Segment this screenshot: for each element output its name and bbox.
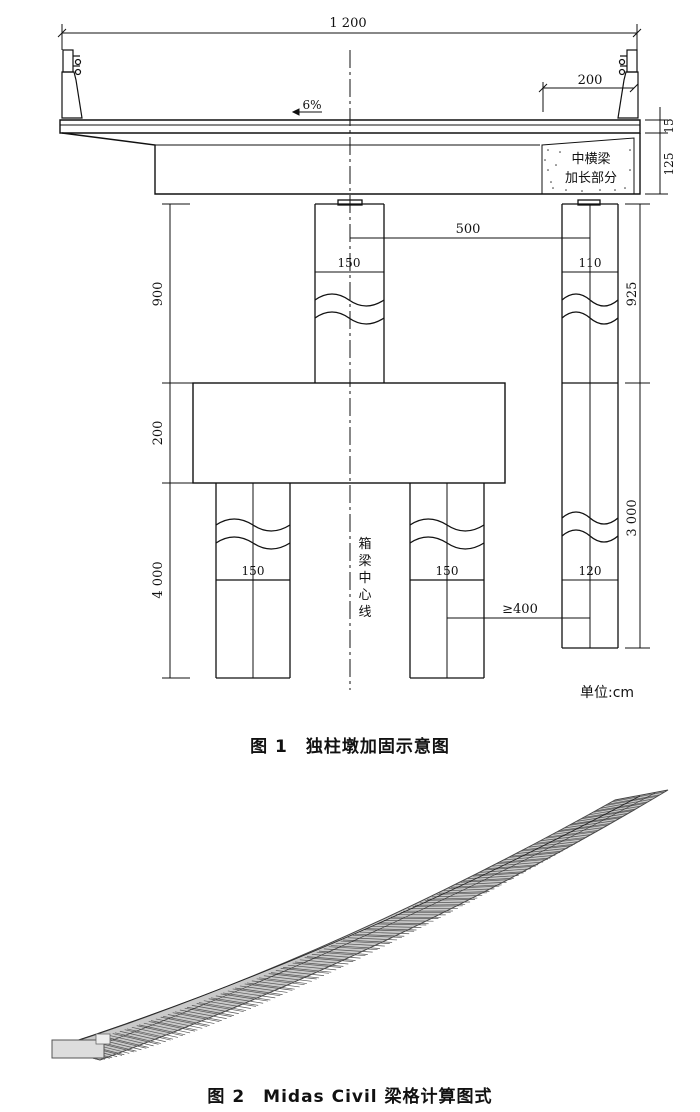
- dim-900: 900: [151, 282, 166, 307]
- figure-1-drawing: 1 200 200 6% 15 125 中横梁 加长部分 500 150 110…: [57, 16, 676, 690]
- crossbeam-label-2: 加长部分: [565, 171, 617, 186]
- dim-ge400: ≥400: [502, 602, 538, 617]
- right-railing: [617, 49, 639, 119]
- dim-col150: 150: [338, 256, 361, 270]
- dim-4000: 4 000: [151, 561, 166, 598]
- left-railing: [61, 49, 83, 119]
- dim-200-cantilever: 200: [578, 73, 603, 88]
- middle-pile: [409, 483, 485, 679]
- crossbeam: [61, 132, 641, 195]
- dim-125: 125: [662, 153, 676, 176]
- abutment-end: [51, 1039, 105, 1059]
- grillage-members: [54, 791, 665, 1061]
- dim-3000: 3 000: [625, 499, 640, 536]
- figure-1-caption: 图 1 独柱墩加固示意图: [250, 737, 450, 757]
- dim-pile150-left: 150: [242, 564, 265, 578]
- crossbeam-label-1: 中横梁: [571, 152, 610, 167]
- centerline-label-text: 箱梁中心线: [358, 536, 371, 620]
- crossbeam-extension: [541, 137, 635, 195]
- centerline-label: 箱梁中心线: [358, 536, 371, 620]
- dim-pile150-right: 150: [436, 564, 459, 578]
- unit-label: 单位:cm: [580, 685, 635, 701]
- grillage-model-render: [51, 789, 669, 1061]
- center-column: [314, 199, 385, 383]
- dim-pile120: 120: [579, 564, 602, 578]
- dim-overall: 1 200: [329, 16, 366, 31]
- left-pile: [215, 483, 291, 679]
- dim-925: 925: [625, 282, 640, 307]
- dim-col110: 110: [579, 256, 602, 270]
- extension-hatch: [544, 149, 631, 192]
- dim-15: 15: [662, 118, 676, 133]
- pile-cap: [192, 382, 506, 484]
- deck-surface: [53, 789, 669, 1061]
- dim-500: 500: [456, 222, 481, 237]
- right-column: [561, 199, 619, 649]
- dim-slope: 6%: [302, 98, 321, 112]
- figure-2-model: [0, 760, 700, 1070]
- dim-200-cap: 200: [151, 421, 166, 446]
- pier-reinforcement-drawing: 1 200 200 6% 15 125 中横梁 加长部分 500 150 110…: [57, 16, 676, 690]
- figure-2-caption: 图 2 Midas Civil 梁格计算图式: [207, 1087, 493, 1107]
